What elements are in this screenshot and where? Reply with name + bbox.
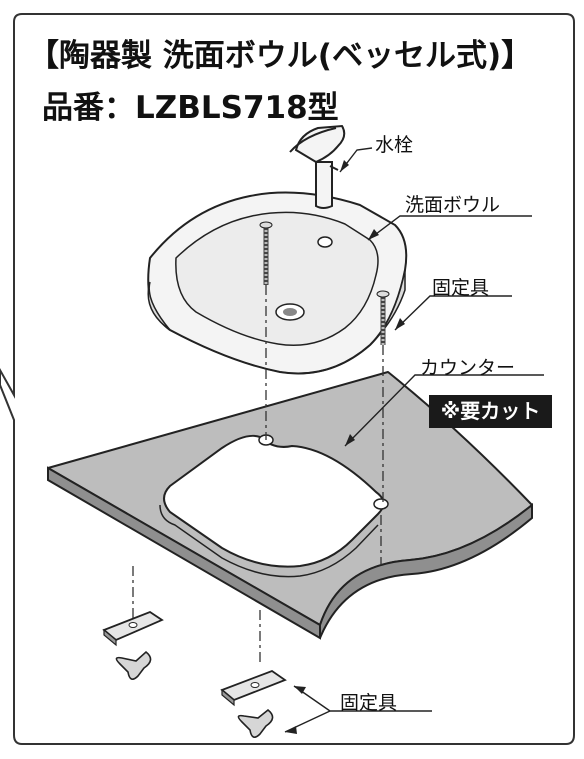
wash-bowl [147,191,408,375]
countertop [47,371,533,640]
counter-cutout [163,434,385,568]
leader-arrowheads [285,160,405,734]
lower-fixing-right [220,669,287,738]
frame-border [0,13,575,745]
diagram-title: 【陶器製 洗面ボウル(ベッセル式)】 [28,38,533,74]
label-fixing-lower: 固定具 [340,692,398,714]
faucet [289,124,346,209]
lower-fixing-left [102,610,164,680]
label-counter: カウンター [420,357,516,379]
label-fixing-upper: 固定具 [432,277,490,299]
leader-lines [284,147,544,733]
cut-required-badge: ※要カット [429,395,552,428]
label-faucet: 水栓 [375,134,414,156]
product-number: 品番：LZBLS718型 [42,90,339,126]
alignment-lines [132,285,384,665]
label-bowl: 洗面ボウル [405,194,501,216]
